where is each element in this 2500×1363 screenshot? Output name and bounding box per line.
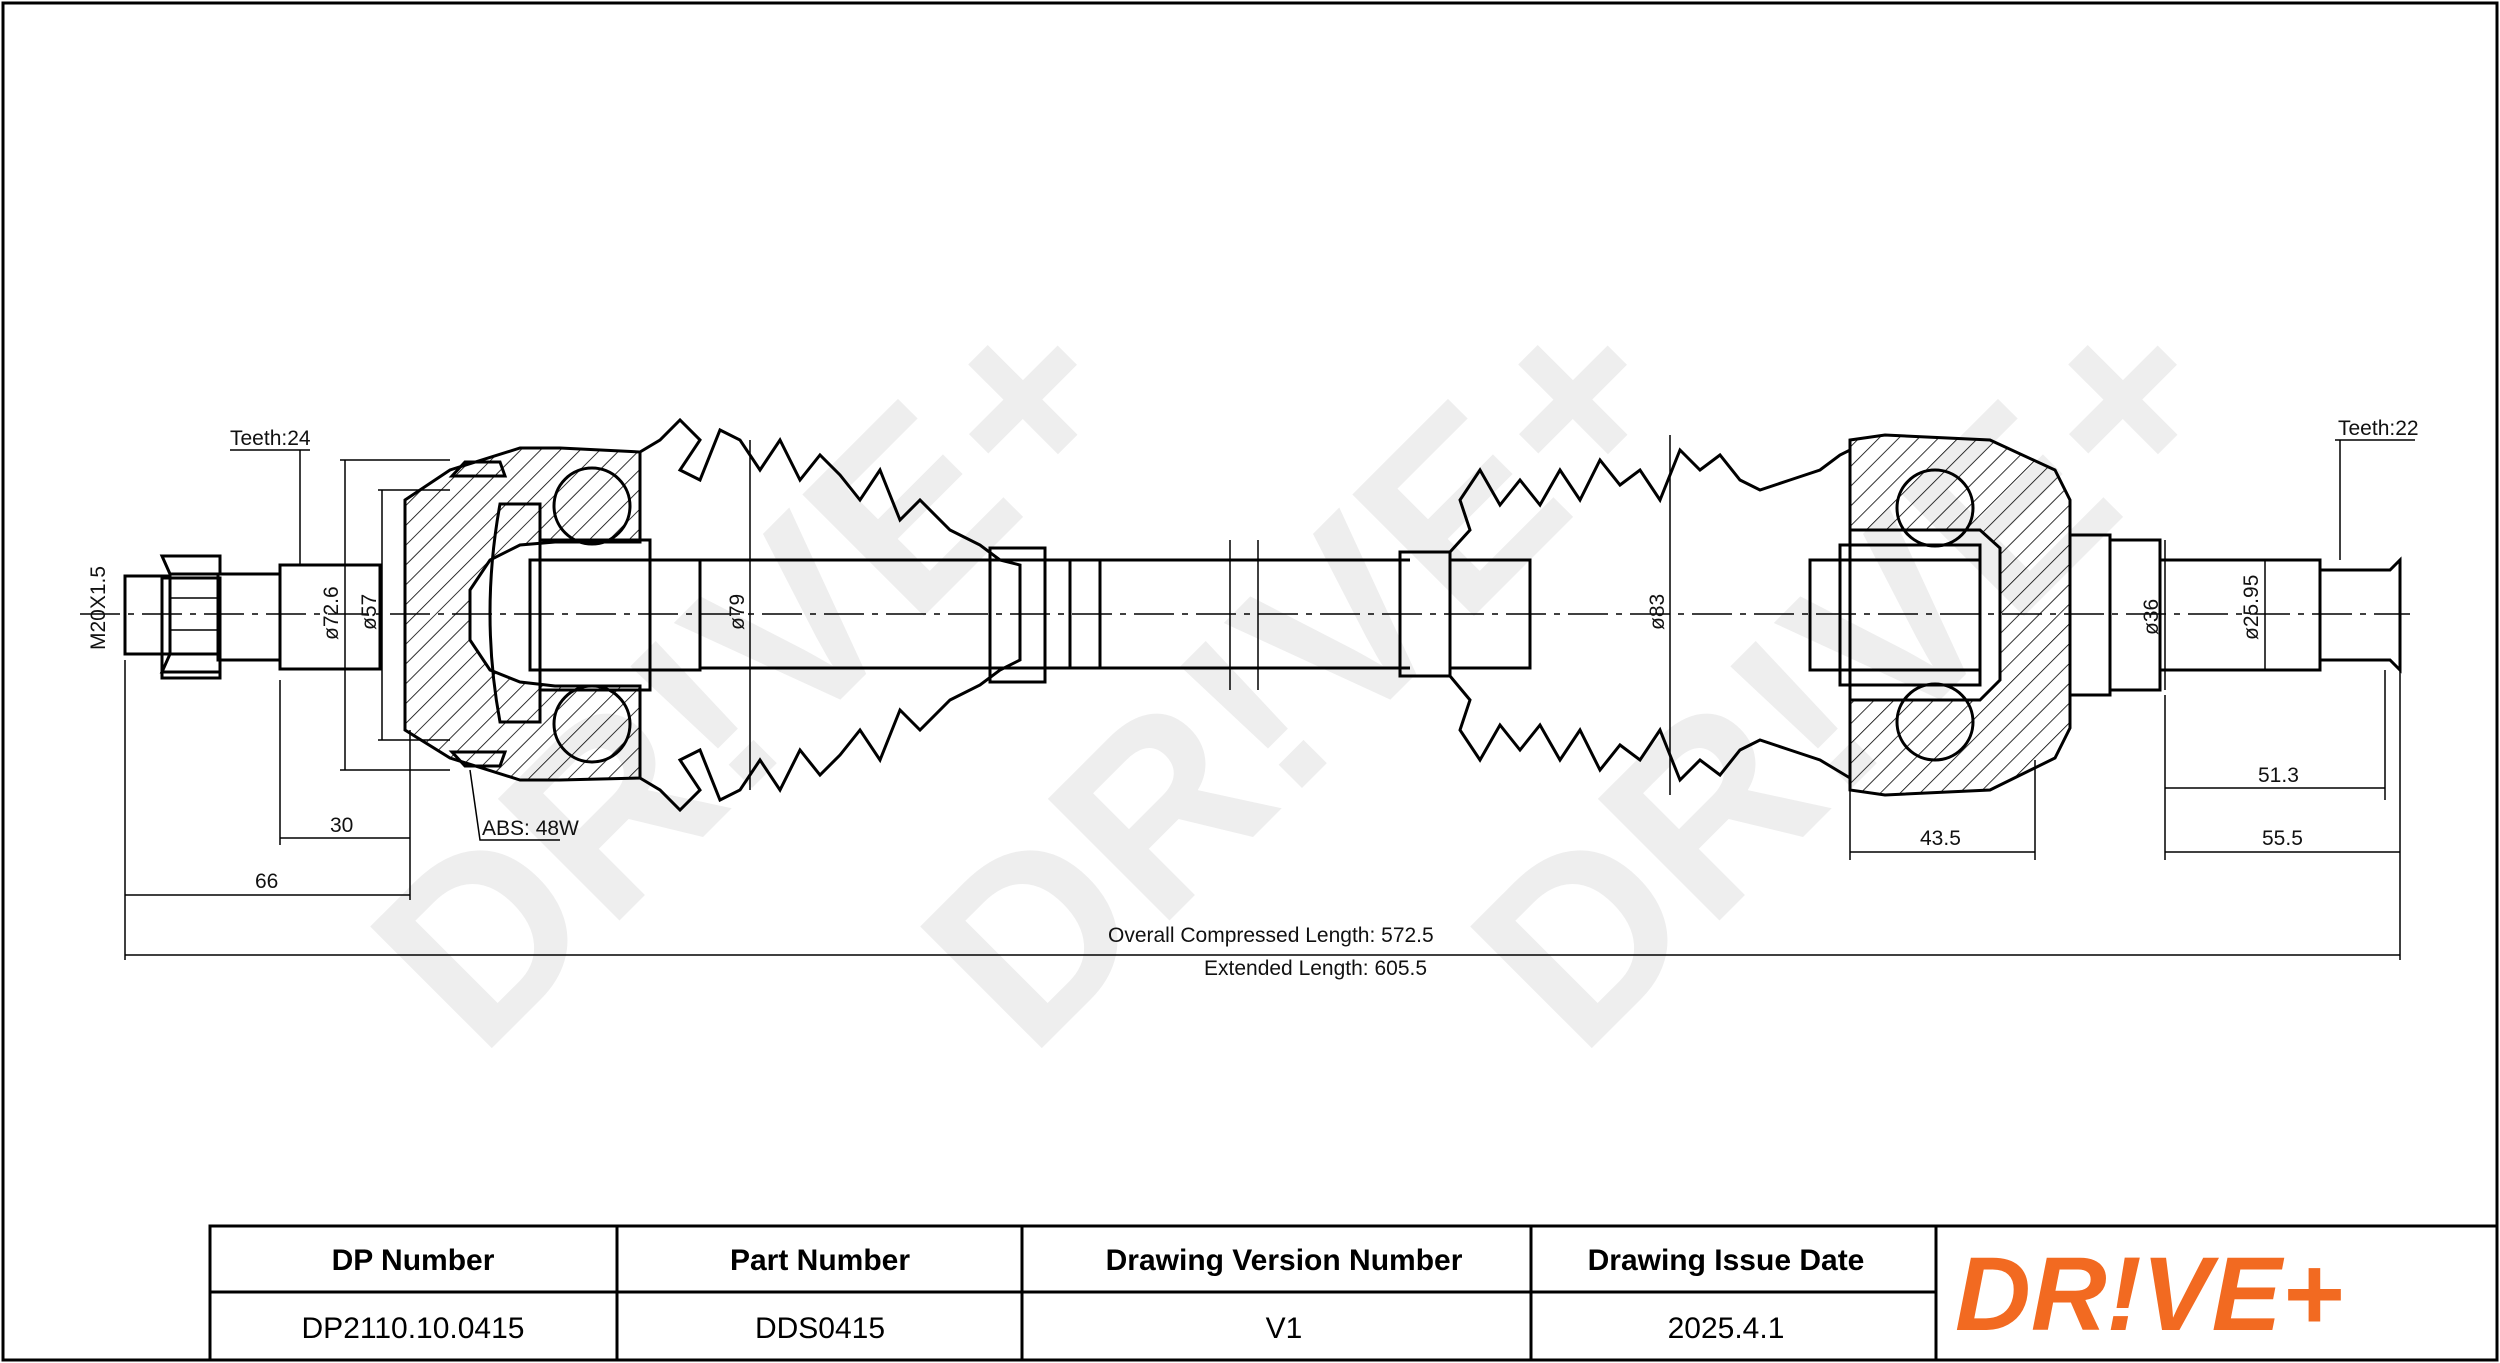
value-drawing-version: V1 xyxy=(1266,1312,1303,1345)
len-51-3-label: 51.3 xyxy=(2258,764,2299,787)
len-30-label: 30 xyxy=(330,814,353,837)
header-part-number: Part Number xyxy=(730,1244,910,1277)
shaft xyxy=(700,540,1532,690)
left-boot xyxy=(639,417,1022,813)
len-43-5-label: 43.5 xyxy=(1920,827,1961,850)
dimension-lines: Teeth:24 M20X1.5 ø72.6 ø57 ø79 ø83 ø36 ø… xyxy=(87,417,2419,980)
dia-79-label: ø79 xyxy=(726,594,749,630)
header-drawing-version: Drawing Version Number xyxy=(1106,1244,1463,1277)
dia-57-label: ø57 xyxy=(358,594,381,630)
extended-length-label: Extended Length: 605.5 xyxy=(1204,957,1427,980)
title-block: DP Number Part Number Drawing Version Nu… xyxy=(208,1224,2499,1362)
overall-length-label: Overall Compressed Length: 572.5 xyxy=(1108,924,1434,947)
dia-83-label: ø83 xyxy=(1646,594,1669,630)
dia-36-label: ø36 xyxy=(2140,599,2163,635)
dia-25-95-label: ø25.95 xyxy=(2240,575,2263,640)
abs-label: ABS: 48W xyxy=(482,817,579,840)
header-drawing-issue-date: Drawing Issue Date xyxy=(1588,1244,1865,1277)
right-tripod-joint xyxy=(1808,433,2072,797)
value-drawing-issue-date: 2025.4.1 xyxy=(1668,1312,1785,1345)
teeth-right-label: Teeth:22 xyxy=(2338,417,2419,440)
right-boot xyxy=(1448,447,1852,783)
dia-72-6-label: ø72.6 xyxy=(320,586,343,640)
len-66-label: 66 xyxy=(255,870,278,893)
value-part-number: DDS0415 xyxy=(755,1312,885,1345)
thread-label: M20X1.5 xyxy=(87,566,110,650)
header-dp-number: DP Number xyxy=(332,1244,495,1277)
value-dp-number: DP2110.10.0415 xyxy=(302,1312,525,1345)
drive-logo: DR!VE+ xyxy=(1955,1236,2343,1353)
left-cv-joint xyxy=(403,446,702,782)
len-55-5-label: 55.5 xyxy=(2262,827,2303,850)
teeth-left-label: Teeth:24 xyxy=(230,427,311,450)
left-stub xyxy=(123,554,382,680)
